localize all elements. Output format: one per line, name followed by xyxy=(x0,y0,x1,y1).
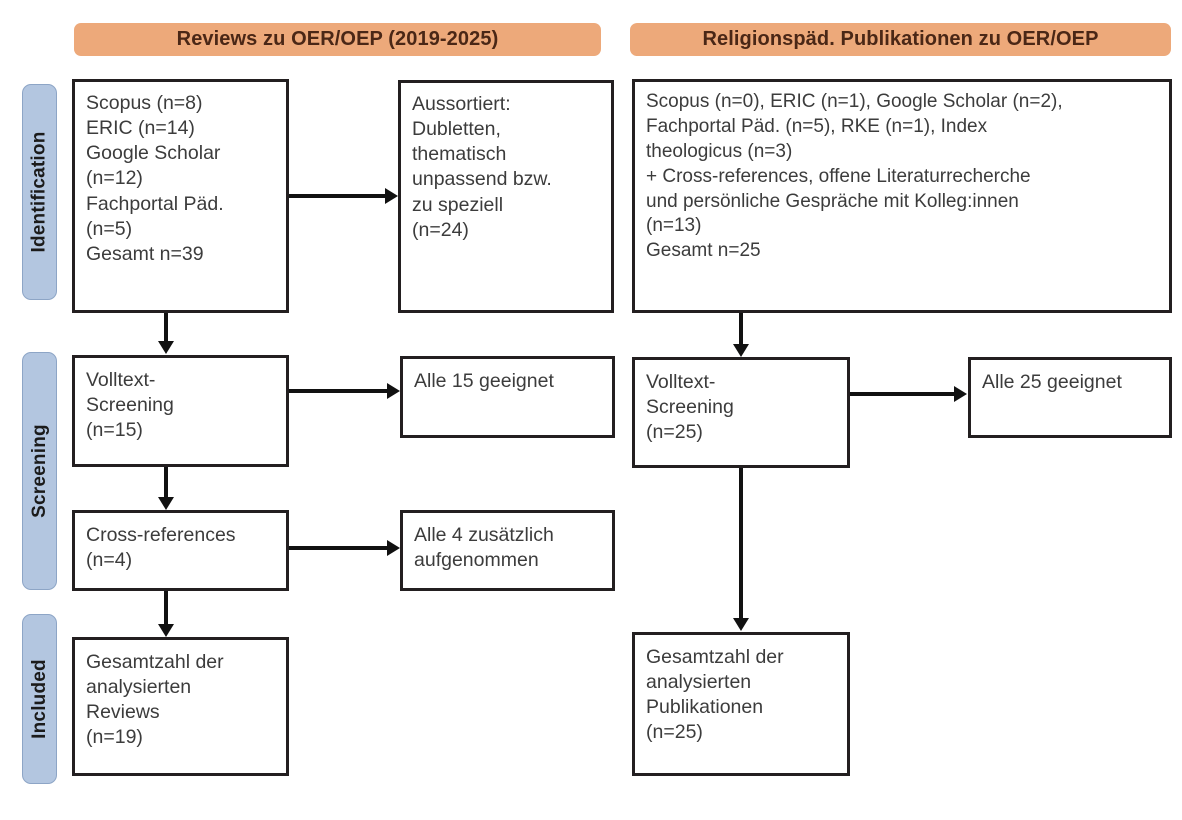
arrowhead-left-crossrefs-to-result xyxy=(387,540,400,556)
connector-right-fulltext-to-included xyxy=(739,468,743,619)
connector-left-crossrefs-to-result xyxy=(289,546,387,550)
phase-label-screening: Screening xyxy=(28,424,50,518)
column-header-reviews-label: Reviews zu OER/OEP (2019-2025) xyxy=(176,28,499,50)
connector-right-sources-to-fulltext xyxy=(739,313,743,345)
arrowhead-left-sources-to-excluded xyxy=(385,188,398,204)
node-left-cross-references: Cross-references (n=4) xyxy=(72,510,289,591)
arrowhead-right-sources-to-fulltext xyxy=(733,344,749,357)
phase-label-identification: Identification xyxy=(28,131,50,253)
node-right-identification-sources: Scopus (n=0), ERIC (n=1), Google Scholar… xyxy=(632,79,1172,313)
arrowhead-right-fulltext-to-result xyxy=(954,386,967,402)
node-right-fulltext-screening: Volltext- Screening (n=25) xyxy=(632,357,850,468)
phase-bar-included: Included xyxy=(22,614,57,784)
connector-left-sources-to-excluded xyxy=(289,194,385,198)
arrowhead-left-fulltext-to-result xyxy=(387,383,400,399)
node-left-excluded: Aussortiert: Dubletten, thematisch unpas… xyxy=(398,80,614,313)
arrowhead-left-sources-to-fulltext xyxy=(158,341,174,354)
column-header-religionspaed: Religionspäd. Publikationen zu OER/OEP xyxy=(630,23,1171,56)
node-left-identification-sources: Scopus (n=8) ERIC (n=14) Google Scholar … xyxy=(72,79,289,313)
arrowhead-left-fulltext-to-crossrefs xyxy=(158,497,174,510)
arrowhead-left-crossrefs-to-included xyxy=(158,624,174,637)
node-left-included-total: Gesamtzahl der analysierten Reviews (n=1… xyxy=(72,637,289,776)
phase-bar-screening: Screening xyxy=(22,352,57,590)
node-left-fulltext-screening: Volltext- Screening (n=15) xyxy=(72,355,289,467)
connector-left-crossrefs-to-included xyxy=(164,591,168,625)
connector-right-fulltext-to-result xyxy=(850,392,954,396)
column-header-religionspaed-label: Religionspäd. Publikationen zu OER/OEP xyxy=(702,28,1099,50)
connector-left-fulltext-to-crossrefs xyxy=(164,467,168,498)
node-right-fulltext-result: Alle 25 geeignet xyxy=(968,357,1172,438)
phase-bar-identification: Identification xyxy=(22,84,57,300)
column-header-reviews: Reviews zu OER/OEP (2019-2025) xyxy=(74,23,601,56)
arrowhead-right-fulltext-to-included xyxy=(733,618,749,631)
node-right-included-total: Gesamtzahl der analysierten Publikatione… xyxy=(632,632,850,776)
connector-left-fulltext-to-result xyxy=(289,389,387,393)
node-left-fulltext-result: Alle 15 geeignet xyxy=(400,356,615,438)
phase-label-included: Included xyxy=(28,659,50,739)
connector-left-sources-to-fulltext xyxy=(164,313,168,342)
node-left-cross-references-result: Alle 4 zusätzlich aufgenommen xyxy=(400,510,615,591)
